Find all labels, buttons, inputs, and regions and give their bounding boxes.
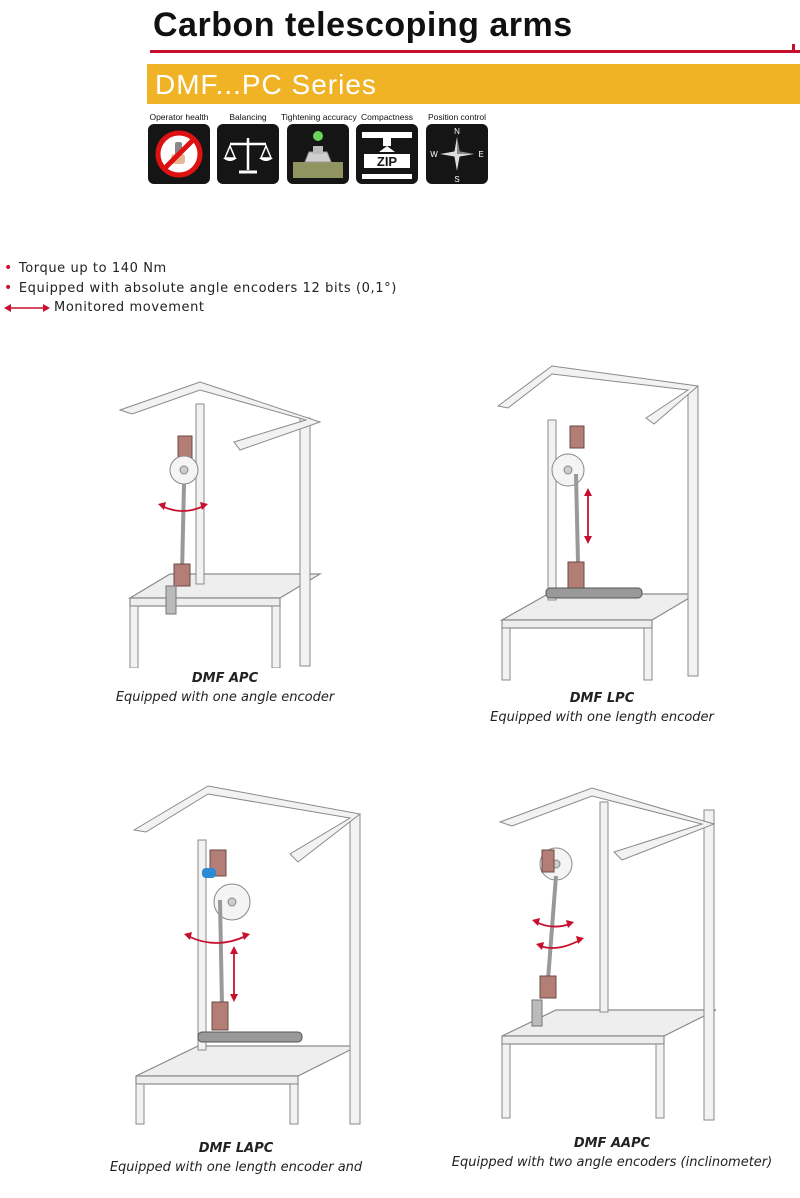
icon-label: Balancing [229,112,267,122]
icon-label: Operator health [149,112,209,122]
caption-dmf-aapc: DMF AAPC Equipped with two angle encoder… [450,1134,774,1172]
feature-list: •Torque up to 140 Nm •Equipped with abso… [4,258,397,318]
nut-icon [287,124,349,184]
model-description: Equipped with one angle encoder [115,690,335,705]
model-name: DMF AAPC [573,1136,651,1151]
compass-n: N [454,127,460,136]
figure-dmf-aapc [498,787,717,1121]
compass-s: S [454,175,459,184]
caption-dmf-lpc: DMF LPC Equipped with one length encoder [482,689,722,727]
compass-w: W [430,150,438,159]
scale-icon [217,124,279,184]
series-banner: DMF...PC Series [147,64,800,104]
caption-dmf-lapc: DMF LAPC Equipped with one length encode… [108,1139,364,1177]
icon-card-compactness: Compactness ZIP [356,112,418,184]
figure-dmf-lpc [496,365,700,681]
model-name: DMF LPC [569,691,635,706]
model-name: DMF LAPC [198,1141,274,1156]
model-description: Equipped with one length encoder and [109,1160,363,1175]
icon-card-balancing: Balancing [217,112,279,184]
model-description: Equipped with two angle encoders (inclin… [451,1155,773,1170]
icon-label: Position control [427,112,487,122]
model-name: DMF APC [191,671,259,686]
figure-dmf-lapc [132,785,362,1125]
page-title: Carbon telescoping arms [153,6,573,44]
title-underline-end [792,44,795,53]
title-underline [150,50,800,53]
figure-dmf-apc [118,381,323,668]
icon-card-operator-health: Operator health [148,112,210,184]
model-description: Equipped with one length encoder [490,710,714,725]
zip-text: ZIP [377,154,398,169]
feature-item: •Equipped with absolute angle encoders 1… [4,280,397,296]
caption-dmf-apc: DMF APC Equipped with one angle encoder [110,669,340,707]
double-arrow-icon [4,303,50,312]
icon-label: Compactness [361,112,413,122]
zip-icon: ZIP [356,124,418,184]
monitored-movement-legend: Monitored movement [4,298,397,318]
icon-label: Tightening accuracy [281,112,357,122]
compass-e: E [478,150,483,159]
icon-card-position-control: Position control N S W E [426,112,488,184]
bullet-dot: • [4,280,13,296]
icon-card-tightening-accuracy: Tightening accuracy [281,112,357,184]
compass-icon: N S W E [426,124,488,184]
no-hand-icon [148,124,210,184]
series-title: DMF...PC Series [155,69,377,100]
bullet-dot: • [4,260,13,276]
feature-item: •Torque up to 140 Nm [4,260,167,276]
